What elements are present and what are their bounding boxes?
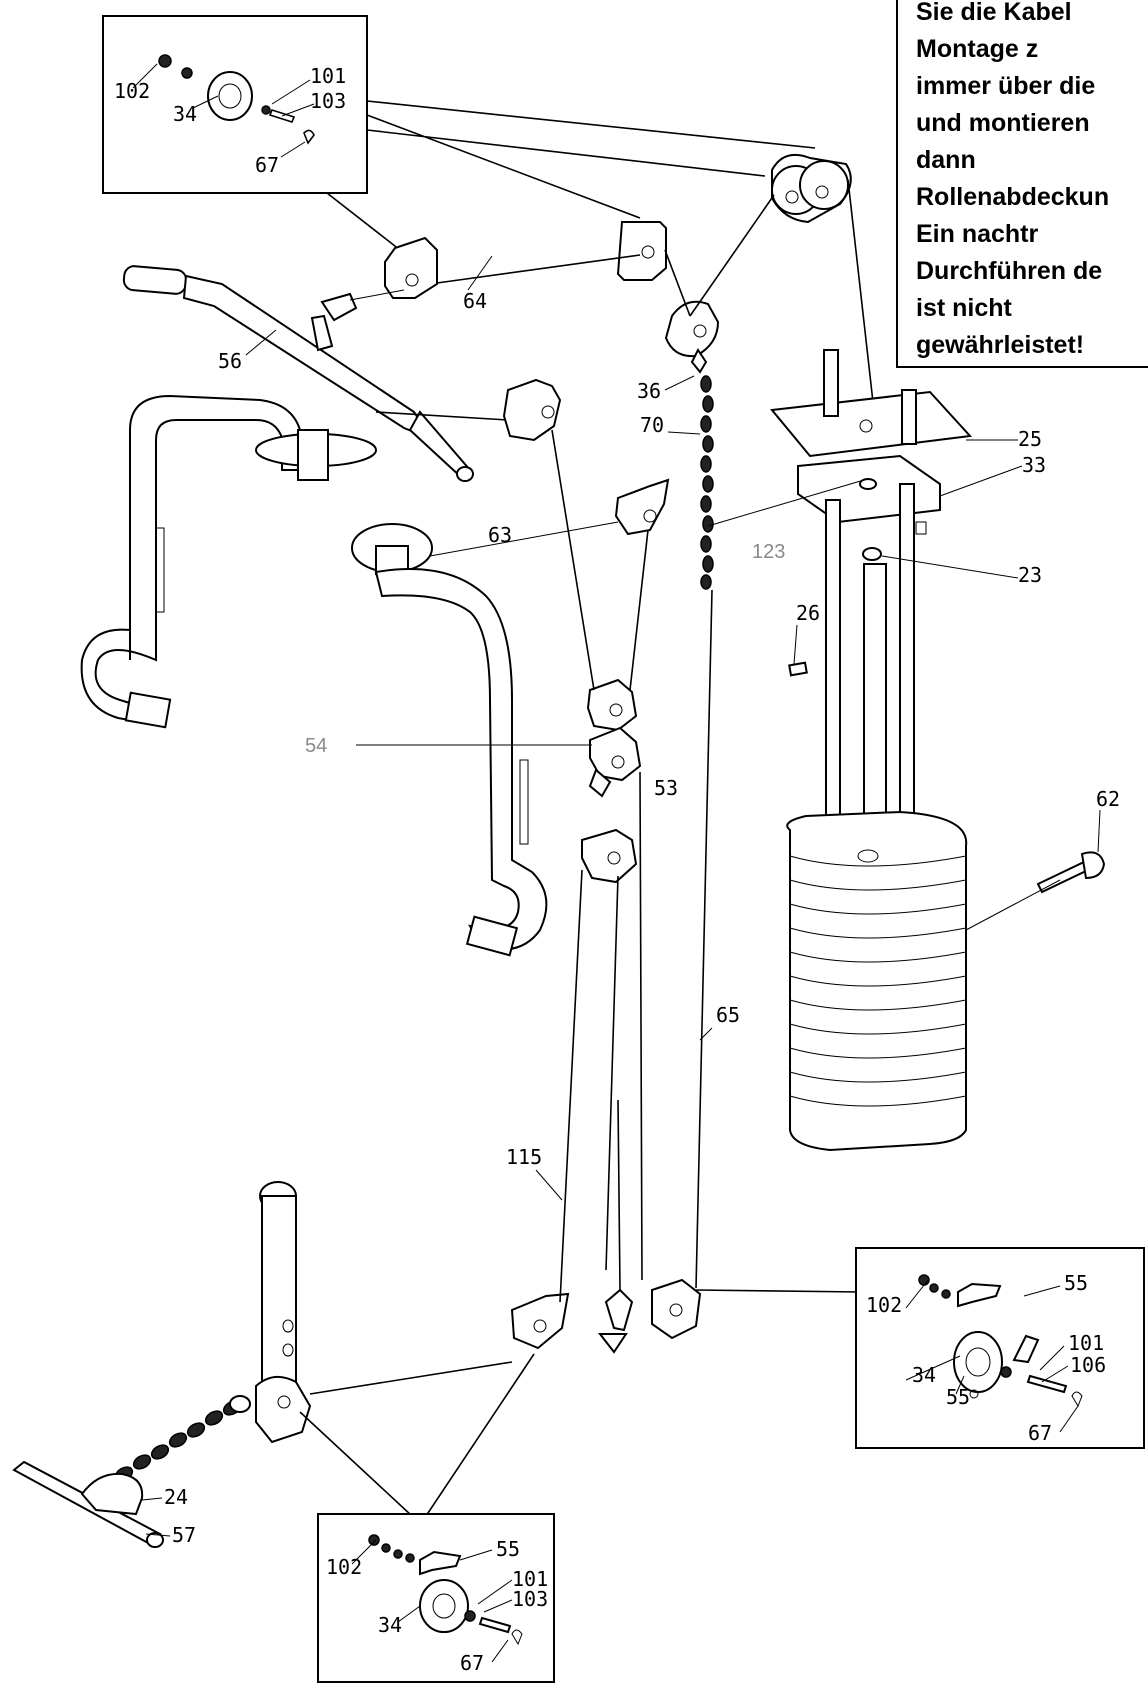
label-55: 55 bbox=[1064, 1271, 1088, 1295]
weight-stack bbox=[770, 349, 973, 1152]
right-press-arm bbox=[351, 523, 548, 957]
label-103: 103 bbox=[512, 1587, 548, 1611]
label-55: 55 bbox=[946, 1385, 970, 1409]
lat-bar bbox=[122, 265, 474, 482]
label-102: 102 bbox=[326, 1555, 362, 1579]
label-102: 102 bbox=[114, 79, 150, 103]
label-103: 103 bbox=[310, 89, 346, 113]
note-line-6: Rollenabdeckun bbox=[916, 183, 1110, 211]
label-24: 24 bbox=[164, 1485, 188, 1509]
low-bar bbox=[12, 1460, 164, 1548]
note-line-7: Ein nachtr bbox=[916, 220, 1039, 248]
label-55: 55 bbox=[496, 1537, 520, 1561]
label-34: 34 bbox=[173, 102, 197, 126]
label-106: 106 bbox=[1070, 1353, 1106, 1377]
label-64: 64 bbox=[463, 289, 487, 313]
chain-low bbox=[114, 1395, 251, 1482]
note-line-1: Sie die Kabel bbox=[916, 0, 1072, 26]
label-62: 62 bbox=[1096, 787, 1120, 811]
label-34: 34 bbox=[378, 1613, 402, 1637]
label-26: 26 bbox=[796, 601, 820, 625]
low-row-post bbox=[255, 1181, 513, 1444]
chain-70 bbox=[690, 348, 714, 590]
label-23: 23 bbox=[1018, 563, 1042, 587]
top-pulley-assembly bbox=[384, 154, 852, 358]
label-57: 57 bbox=[172, 1523, 196, 1547]
label-33: 33 bbox=[1022, 453, 1046, 477]
label-67: 67 bbox=[255, 153, 279, 177]
detail-box-right: 102 55 101 106 34 55 67 bbox=[855, 1247, 1145, 1449]
detail-box-top: 102 34 101 103 67 bbox=[102, 15, 368, 194]
label-101: 101 bbox=[1068, 1331, 1104, 1355]
label-56: 56 bbox=[218, 349, 242, 373]
label-67: 67 bbox=[1028, 1421, 1052, 1445]
label-54: 54 bbox=[305, 735, 327, 757]
label-70: 70 bbox=[640, 413, 664, 437]
note-line-8: Durchführen de bbox=[916, 257, 1103, 285]
label-115: 115 bbox=[506, 1145, 542, 1169]
label-67: 67 bbox=[460, 1651, 484, 1675]
note-line-3: immer über die bbox=[916, 72, 1096, 100]
note-line-2: Montage z bbox=[916, 35, 1039, 63]
note-line-9: ist nicht bbox=[916, 294, 1012, 322]
label-101: 101 bbox=[310, 64, 346, 88]
left-press-arm bbox=[80, 394, 377, 729]
note-line-5: dann bbox=[916, 146, 976, 174]
low-pulleys bbox=[510, 1278, 702, 1354]
assembly-note: Sie die Kabel Montage z immer über die u… bbox=[896, 0, 1148, 368]
label-123: 123 bbox=[752, 541, 785, 563]
detail-box-bottom: 102 55 101 103 34 67 bbox=[317, 1513, 555, 1683]
label-25: 25 bbox=[1018, 427, 1042, 451]
label-101: 101 bbox=[512, 1567, 548, 1591]
middle-pulleys bbox=[502, 378, 670, 884]
label-102: 102 bbox=[866, 1293, 902, 1317]
note-line-10: gewährleistet! bbox=[916, 331, 1085, 359]
label-53: 53 bbox=[654, 776, 678, 800]
label-65: 65 bbox=[716, 1003, 740, 1027]
label-36: 36 bbox=[637, 379, 661, 403]
note-line-4: und montieren bbox=[916, 109, 1090, 137]
label-34: 34 bbox=[912, 1363, 936, 1387]
